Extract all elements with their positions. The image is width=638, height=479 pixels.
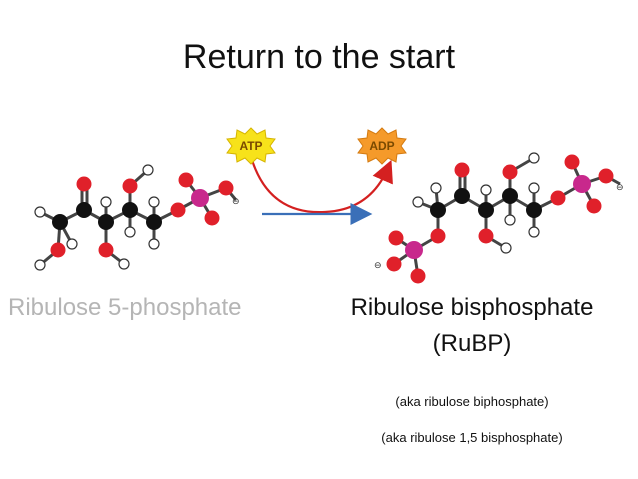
product-name: Ribulose bisphosphate (350, 294, 594, 321)
alias-note-2: (aka ribulose 1,5 bisphosphate) (381, 430, 563, 445)
svg-text:ATP: ATP (239, 139, 262, 153)
ribulose-5-phosphate-molecule: ⊖ (34, 164, 240, 271)
product-label: Ribulose bisphosphate (RuBP) (330, 290, 614, 362)
slide-title: Return to the start (182, 38, 456, 76)
charge-label: ⊖ (616, 183, 624, 193)
product-abbreviation: (RuBP) (432, 330, 512, 357)
adp-badge: ADP (357, 127, 407, 165)
curved-reaction-arrow (250, 159, 393, 214)
alias-note-1: (aka ribulose biphosphate) (395, 394, 549, 409)
ribulose-bisphosphate-molecule: ⊖ ⊖ (374, 152, 624, 284)
charge-label: ⊖ (232, 197, 240, 207)
reactant-label: Ribulose 5-phosphate (8, 294, 242, 321)
atp-badge: ATP (226, 127, 276, 165)
svg-text:ADP: ADP (369, 139, 394, 153)
charge-label: ⊖ (374, 261, 382, 271)
